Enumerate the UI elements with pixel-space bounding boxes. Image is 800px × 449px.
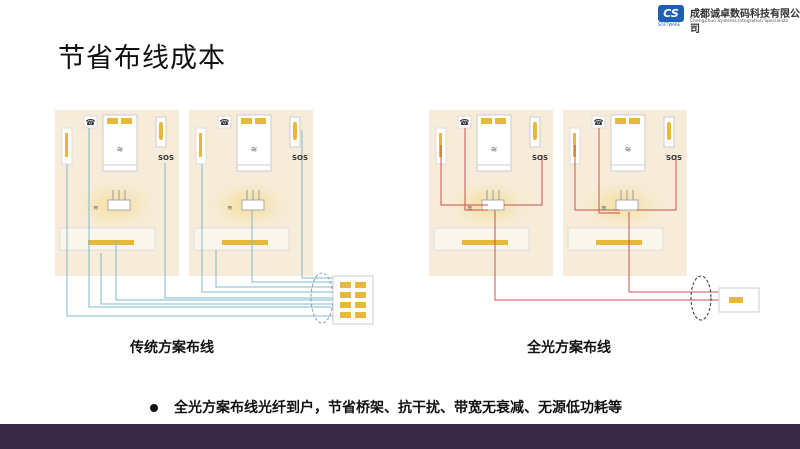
logo-sub: SOFTWARE (658, 22, 681, 27)
company-tagline: ChengZhuo Systems Integration Specialist… (690, 19, 789, 24)
sos-label: SOS (532, 154, 548, 162)
traditional-cables (66, 128, 335, 317)
sos-label: SOS (666, 154, 682, 162)
sos-label: SOS (158, 154, 174, 162)
bullet-text: 全光方案布线光纤到户，节省桥架、抗干扰、带宽无衰减、无源低功耗等 (174, 400, 622, 416)
room-2-traditional (188, 109, 314, 277)
footer-bar (0, 424, 800, 449)
caption-all-optical: 全光方案布线 (527, 340, 611, 356)
optical-cables (440, 128, 720, 301)
bullet-icon (150, 404, 158, 412)
company-logo: CS SOFTWARE 成都诚卓数码科技有限公司 ChengZhuo Syste… (656, 3, 800, 35)
traditional-switch-panel (332, 275, 374, 325)
room-1-traditional (54, 109, 180, 277)
fiber-bundle-marker (690, 275, 712, 321)
caption-traditional: 传统方案布线 (130, 340, 214, 356)
room-2-optical (562, 109, 688, 277)
company-name: 成都诚卓数码科技有限公司 (690, 9, 800, 35)
logo-mark: CS (658, 5, 684, 22)
slide-title: 节省布线成本 (58, 43, 226, 74)
optical-switch-panel (718, 287, 760, 313)
bullet-point: 全光方案布线光纤到户，节省桥架、抗干扰、带宽无衰减、无源低功耗等 (150, 397, 622, 417)
sos-label: SOS (292, 154, 308, 162)
room-1-optical (428, 109, 554, 277)
